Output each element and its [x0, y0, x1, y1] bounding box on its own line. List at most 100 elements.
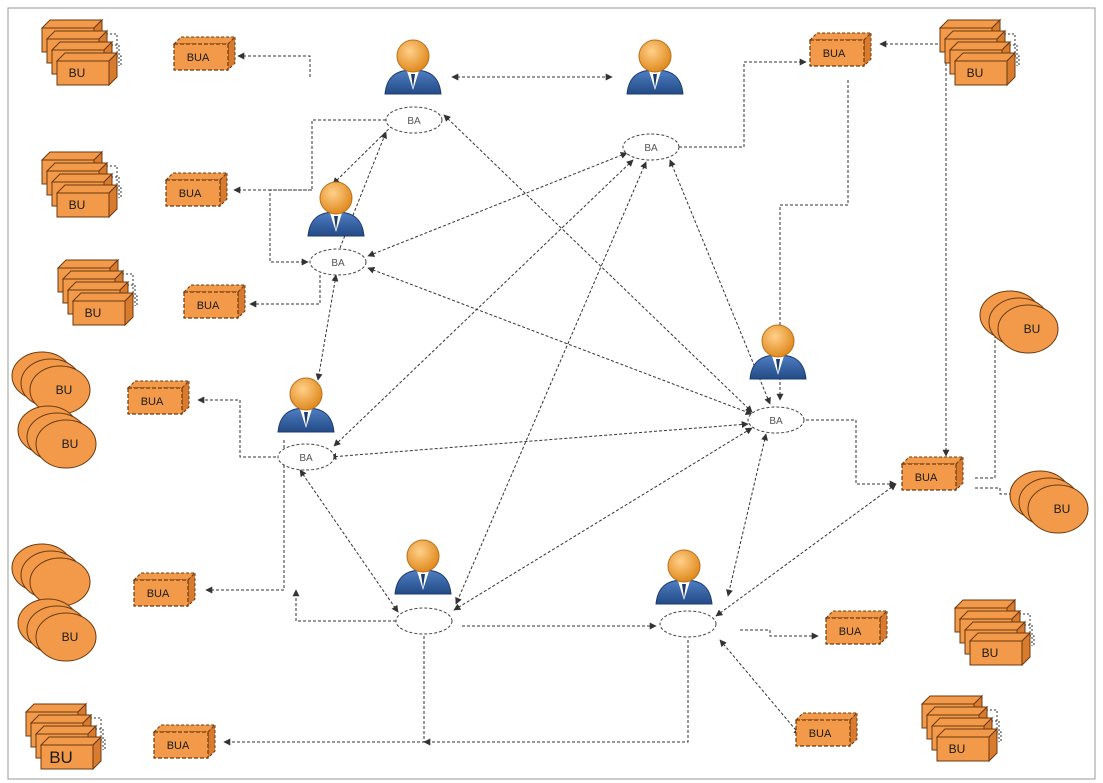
- business-unit-box: BU: [935, 727, 999, 763]
- connector-arrow: [806, 419, 897, 488]
- bua-label: BUA: [141, 396, 164, 408]
- business-unit-label: BU: [967, 66, 984, 80]
- broker-agent-label: BA: [299, 453, 313, 464]
- agent-person-icon: [307, 181, 365, 237]
- business-unit-disk-stack: BU: [1009, 470, 1089, 534]
- business-unit-label: BU: [62, 630, 79, 644]
- connector-arrow: [299, 469, 399, 613]
- business-unit-disk: [35, 419, 97, 469]
- diagram-frame: [7, 7, 1096, 780]
- broker-agent-node: BA: [747, 406, 805, 434]
- connector-arrow: [776, 80, 849, 401]
- connector-arrow: [223, 636, 425, 746]
- diagram-nodes: BU BU BU BU BU BU BU BU BU BU BU BU BUA BUA BUA BUA BUA B…: [11, 18, 1089, 771]
- connector-arrow: [197, 396, 276, 458]
- broker-agent-label: BA: [331, 258, 345, 269]
- connector-arrow: [443, 114, 753, 413]
- bua-label: BUA: [915, 472, 938, 484]
- broker-agent-label: BA: [407, 116, 421, 127]
- connector-arrow: [879, 40, 950, 457]
- connector-arrow: [679, 58, 807, 148]
- business-unit-disk-stack: BU: [979, 290, 1059, 354]
- bua-label: BUA: [147, 588, 170, 600]
- broker-agent-node: [395, 607, 453, 635]
- business-unit-agent-box: BUA: [126, 379, 191, 416]
- business-unit-label: BU: [1024, 322, 1041, 336]
- business-unit-agent-box: BUA: [824, 609, 889, 646]
- connector-arrow: [292, 589, 396, 622]
- bua-label: BUA: [823, 48, 846, 60]
- business-unit-label: BU: [982, 646, 999, 660]
- business-unit-agent-box: BUA: [182, 283, 247, 320]
- bua-label: BUA: [809, 728, 832, 740]
- agent-person-icon: [384, 39, 442, 95]
- business-unit-agent-box: BUA: [172, 35, 237, 72]
- broker-agent-node: BA: [622, 133, 680, 161]
- business-unit-label: BU: [56, 383, 73, 397]
- connector-arrow: [367, 266, 753, 416]
- connector-arrow: [423, 640, 689, 746]
- business-unit-box: BU: [55, 51, 119, 87]
- business-unit-disk: [997, 304, 1059, 354]
- broker-agent-label: BA: [769, 416, 783, 427]
- business-unit-box: BU: [55, 183, 119, 219]
- business-unit-agent-box: BUA: [152, 723, 217, 760]
- broker-agent-node: BA: [309, 248, 367, 276]
- connector-arrow: [726, 433, 768, 597]
- business-unit-label: BU: [62, 437, 79, 451]
- agent-person-icon: [277, 377, 335, 433]
- connector-arrow: [719, 639, 801, 736]
- business-unit-label: BU: [85, 306, 102, 320]
- business-unit-disk-stack: BU: [11, 351, 91, 415]
- agent-person-icon: [655, 549, 713, 605]
- business-unit-agent-box: BUA: [900, 455, 965, 492]
- business-unit-box: BU: [953, 51, 1017, 87]
- bua-label: BUA: [167, 740, 190, 752]
- bua-label: BUA: [197, 300, 220, 312]
- business-unit-agent-box: BUA: [808, 31, 873, 68]
- business-unit-box: BU: [39, 735, 103, 771]
- business-unit-box: BU: [968, 631, 1032, 667]
- broker-agent-node: [659, 610, 717, 638]
- connector-arrow: [453, 427, 753, 611]
- agent-person-icon: [626, 39, 684, 95]
- business-unit-disk: [35, 612, 97, 662]
- connector-arrow: [975, 326, 1011, 479]
- business-unit-agent-box: BUA: [794, 711, 859, 748]
- business-unit-label: BU: [49, 748, 73, 767]
- broker-agent-node: BA: [277, 443, 335, 471]
- broker-agent-node: BA: [385, 106, 443, 134]
- business-unit-disk: [29, 557, 91, 607]
- business-unit-label: BU: [69, 198, 86, 212]
- connector-arrow: [740, 629, 819, 640]
- connector-arrow: [249, 275, 321, 308]
- connector-arrow: [715, 483, 897, 617]
- connector-arrow: [205, 440, 285, 594]
- agent-person-icon: [749, 324, 807, 380]
- business-unit-label: BU: [1054, 502, 1071, 516]
- business-unit-disk-stack: BU: [17, 598, 97, 662]
- connector-arrow: [333, 159, 634, 447]
- business-unit-label: BU: [69, 66, 86, 80]
- business-unit-disk-stack: BU: [17, 405, 97, 469]
- bua-label: BUA: [839, 626, 862, 638]
- connector-arrow: [233, 119, 386, 194]
- business-unit-agent-box: BUA: [164, 171, 229, 208]
- business-unit-box: BU: [71, 291, 135, 327]
- connector-arrow: [315, 274, 339, 381]
- bua-label: BUA: [179, 188, 202, 200]
- business-unit-disk-stack: [11, 543, 91, 607]
- connection-lines: [86, 33, 1035, 750]
- connector-arrow: [367, 152, 628, 257]
- connector-arrow: [269, 189, 312, 266]
- connector-arrow: [237, 52, 311, 77]
- business-unit-disk: [1027, 484, 1089, 534]
- broker-agent-label: BA: [644, 143, 658, 154]
- connector-arrow: [329, 421, 749, 460]
- agent-person-icon: [394, 539, 452, 595]
- bua-label: BUA: [187, 52, 210, 64]
- connector-arrow: [455, 161, 647, 605]
- business-unit-agent-box: BUA: [132, 571, 197, 608]
- business-unit-label: BU: [949, 742, 966, 756]
